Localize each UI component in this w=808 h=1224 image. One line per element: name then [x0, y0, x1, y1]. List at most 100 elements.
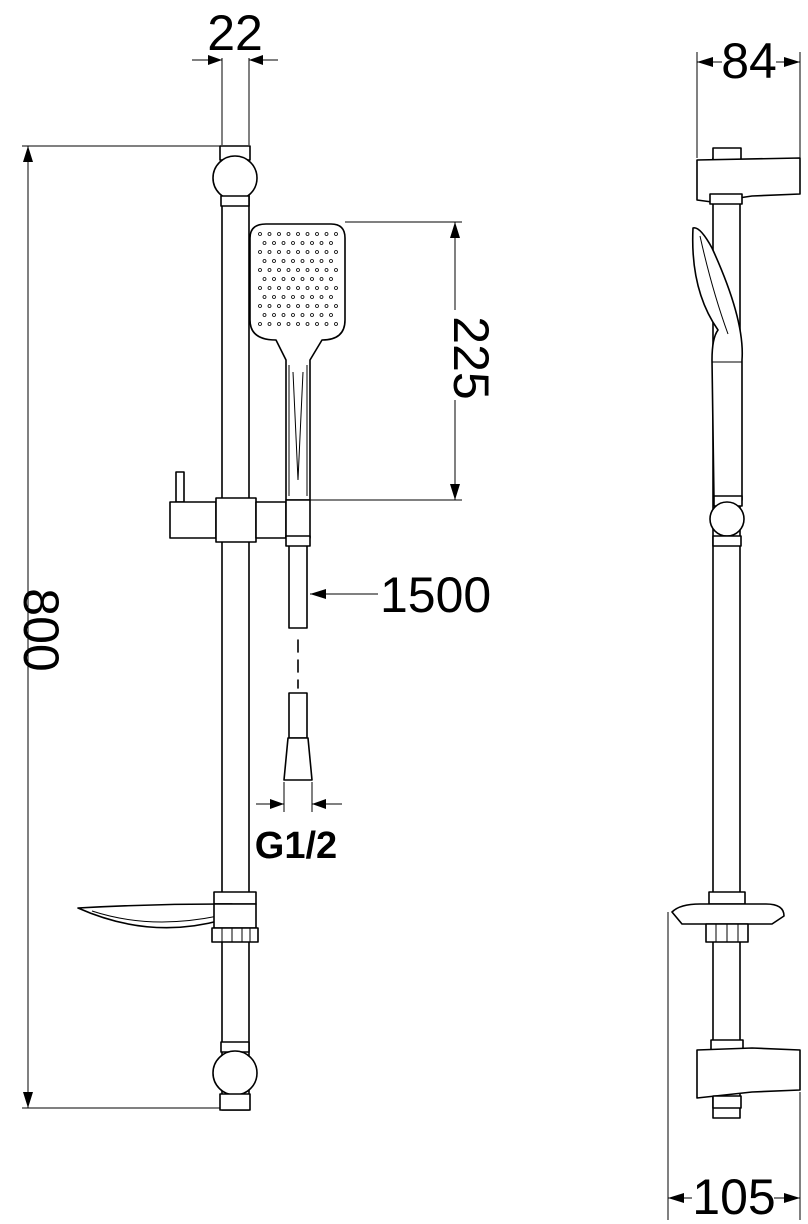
soap-dish [77, 891, 259, 943]
dim-wall-depth-top-label: 84 [721, 33, 777, 89]
bottom-bracket-cap [219, 1093, 251, 1111]
spray-nozzle [296, 304, 300, 308]
spray-nozzle [300, 259, 305, 263]
spray-nozzle [277, 322, 281, 326]
spray-nozzle [334, 322, 338, 326]
front-view: 22 800 [13, 5, 499, 1111]
spray-nozzle [305, 232, 310, 236]
spray-nozzle [315, 304, 319, 308]
spray-nozzle [262, 295, 267, 299]
spray-nozzle [305, 286, 310, 290]
spray-nozzle [262, 313, 267, 317]
spray-nozzle [267, 268, 272, 272]
spray-nozzle [291, 277, 295, 281]
spray-nozzle [281, 295, 286, 299]
spray-nozzle [315, 268, 319, 272]
spray-nozzle [324, 250, 329, 254]
spray-nozzle [300, 277, 305, 281]
spray-nozzle [324, 268, 329, 272]
spray-nozzle [281, 241, 286, 245]
spray-nozzle [277, 304, 281, 308]
spray-nozzle [329, 259, 333, 263]
spray-nozzle [310, 259, 314, 263]
spray-nozzle [277, 286, 281, 290]
spray-nozzle [267, 304, 272, 308]
spray-nozzle [258, 322, 262, 326]
spray-nozzle [329, 277, 333, 281]
spray-nozzle [329, 241, 333, 245]
dim-connection-thread-label: G1/2 [255, 825, 337, 867]
spray-nozzle [310, 241, 314, 245]
dim-connection-thread: G1/2 [255, 782, 342, 867]
dim-handshower-length-label: 225 [443, 316, 499, 399]
spray-nozzle [305, 250, 310, 254]
dim-wall-depth-top: 84 [696, 33, 801, 158]
hand-shower [249, 223, 346, 501]
spray-nozzle [262, 277, 267, 281]
dim-hose-length: 1500 [310, 567, 491, 623]
spray-nozzle [334, 232, 338, 236]
spray-nozzle [262, 241, 267, 245]
spray-nozzle [300, 313, 305, 317]
spray-nozzle [310, 313, 314, 317]
spray-nozzle [319, 259, 324, 263]
spray-nozzle [296, 286, 300, 290]
spray-nozzle [305, 322, 310, 326]
bottom-wall-bracket [212, 1050, 258, 1096]
spray-nozzle [319, 241, 324, 245]
spray-nozzle [305, 304, 310, 308]
side-view: 84 [667, 33, 801, 1224]
top-wall-bracket [212, 155, 258, 201]
spray-nozzle [272, 241, 276, 245]
spray-nozzle [258, 268, 262, 272]
side-soap-dish [671, 891, 785, 943]
spray-nozzle [267, 322, 272, 326]
spray-nozzle [319, 277, 324, 281]
slide-bar [221, 147, 250, 1111]
dim-wall-depth-bottom: 105 [667, 912, 801, 1224]
spray-nozzle [281, 277, 286, 281]
side-slider-holder [709, 495, 745, 547]
spray-nozzle [291, 259, 295, 263]
spray-nozzle [272, 277, 276, 281]
dim-hose-length-label: 1500 [380, 567, 491, 623]
spray-nozzle [286, 322, 291, 326]
spray-nozzle [334, 268, 338, 272]
spray-nozzle [291, 313, 295, 317]
side-top-bracket [696, 147, 801, 205]
spray-nozzle [329, 295, 333, 299]
spray-nozzle [315, 250, 319, 254]
spray-nozzle [286, 232, 291, 236]
spray-nozzle [324, 322, 329, 326]
spray-nozzle [281, 313, 286, 317]
dim-handshower-length: 225 [310, 221, 499, 501]
spray-nozzle [310, 277, 314, 281]
spray-nozzle [277, 232, 281, 236]
spray-nozzle [258, 232, 262, 236]
side-bottom-bracket [696, 1039, 801, 1109]
spray-nozzle [277, 250, 281, 254]
spray-nozzle [324, 304, 329, 308]
spray-nozzle [286, 250, 291, 254]
spray-nozzle [291, 295, 295, 299]
spray-nozzle [272, 313, 276, 317]
spray-nozzle [296, 268, 300, 272]
spray-nozzle [291, 241, 295, 245]
spray-nozzle [315, 286, 319, 290]
spray-nozzles [258, 232, 338, 326]
spray-nozzle [258, 304, 262, 308]
spray-nozzle [315, 322, 319, 326]
spray-nozzle [334, 286, 338, 290]
dim-wall-depth-bottom-label: 105 [692, 1169, 775, 1224]
spray-nozzle [272, 259, 276, 263]
spray-nozzle [334, 304, 338, 308]
spray-nozzle [267, 286, 272, 290]
spray-nozzle [277, 268, 281, 272]
spray-nozzle [286, 268, 291, 272]
spray-nozzle [262, 259, 267, 263]
spray-nozzle [300, 241, 305, 245]
dim-total-height-label: 800 [13, 588, 69, 671]
dim-total-height: 800 [13, 145, 246, 1109]
spray-nozzle [324, 286, 329, 290]
